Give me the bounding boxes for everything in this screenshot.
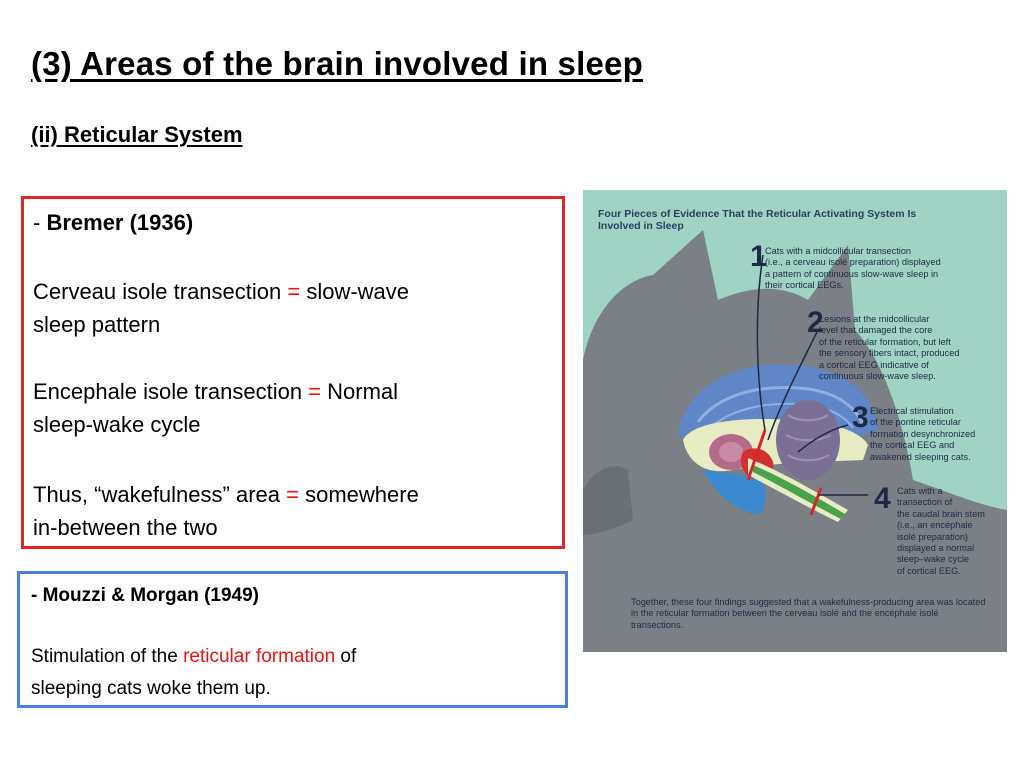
reticular-system-figure: Four Pieces of Evidence That the Reticul… [583,190,1007,652]
evidence-text-3: Electrical stimulation of the pontine re… [870,406,976,462]
bremer-line1-cont: sleep pattern [33,312,161,337]
mouzzi-line1-text: Stimulation of the [31,646,184,667]
evidence-number-2: 2 [807,306,824,339]
bremer-line3-result: somewhere [298,482,419,507]
transection-1 [746,429,767,481]
bremer-line1: Cerveau isole transection = slow-wave [33,276,409,308]
bremer-line3-equals: = [286,482,299,507]
bremer-line3: Thus, “wakefulness” area = somewhere [33,479,419,511]
slide-title: (3) Areas of the brain involved in sleep [31,45,643,82]
evidence-number-4: 4 [874,482,891,515]
mouzzi-line1-end: of [335,646,357,667]
bremer-box: - Bremer (1936) Cerveau isole transectio… [21,196,565,549]
arrow-2 [767,329,819,441]
mouzzi-line1: Stimulation of the reticular formation o… [31,641,356,672]
bremer-line2-text: Encephale isole transection [33,379,309,404]
hypothalamus-region [703,470,766,515]
arrow-1 [756,254,766,431]
bremer-heading: Bremer (1936) [46,210,194,235]
bremer-line1-text: Cerveau isole transection [33,279,288,304]
cat-brain-illustration [583,230,1007,652]
evidence-number-3: 3 [852,401,869,434]
cat-snout [583,466,633,535]
bremer-dash: - [33,210,47,235]
bremer-heading-line: - Bremer (1936) [33,207,193,239]
bremer-line3-text: Thus, “wakefulness” area [33,482,287,507]
bremer-line2: Encephale isole transection = Normal [33,376,398,408]
bremer-line2-result: Normal [321,379,399,404]
mouzzi-heading: - Mouzzi & Morgan (1949) [31,585,260,606]
figure-footer: Together, these four findings suggested … [631,597,986,630]
evidence-text-1: Cats with a midcollicular transection (i… [765,246,941,291]
slide-subtitle: (ii) Reticular System [31,122,243,147]
evidence-text-2: Lesions at the midcollicular level that … [819,314,960,382]
bremer-line1-equals: = [287,279,301,304]
bremer-line2-cont: sleep-wake cycle [33,412,201,437]
evidence-text-4: Cats with a transection of the caudal br… [897,486,985,576]
bremer-line2-equals: = [308,379,322,404]
mouzzi-line2: sleeping cats woke them up. [31,678,271,699]
figure-title: Four Pieces of Evidence That the Reticul… [598,208,917,232]
mouzzi-reticular-formation: reticular formation [183,646,336,667]
bremer-line3-cont: in-between the two [33,515,218,540]
bremer-line1-result: slow-wave [300,279,410,304]
arrow-3 [797,424,849,453]
evidence-number-1: 1 [750,240,767,273]
mouzzi-box: - Mouzzi & Morgan (1949) Stimulation of … [17,571,568,708]
transection-2 [809,487,823,516]
reticular-formation [753,465,845,519]
